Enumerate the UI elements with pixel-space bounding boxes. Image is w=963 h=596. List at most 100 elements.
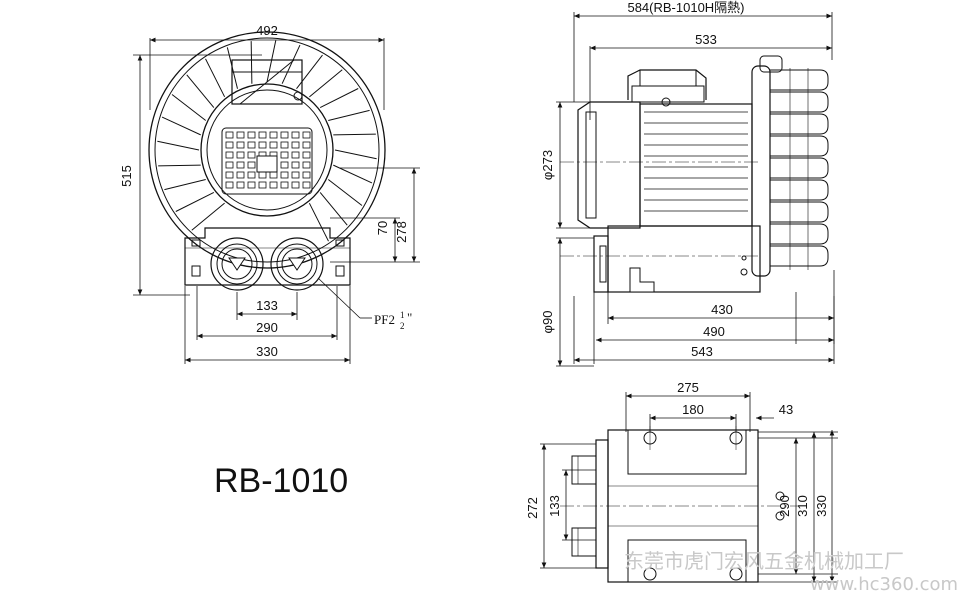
base-view [540,392,838,583]
vent-hole [269,171,278,179]
vent-hole [302,151,311,159]
dim-330-front: 330 [256,344,278,359]
vent-hole [247,131,256,139]
vent-hole [291,141,300,149]
vent-hole [247,161,256,169]
vent-hole [291,181,300,189]
dim-272: 272 [525,497,540,519]
vent-hole [258,131,267,139]
fin-line [308,202,329,242]
dim-290-front: 290 [256,320,278,335]
cage-loop [770,135,829,157]
dim-543: 543 [691,344,713,359]
dim-492: 492 [256,23,278,38]
dim-515: 515 [119,165,134,187]
fin-line [266,40,277,83]
pipe-thread-inch: " [407,310,412,325]
fin-line [158,164,201,167]
side-view [556,12,835,367]
fin-line [309,69,343,98]
dim-330-base: 330 [814,495,829,517]
cage-loop [770,113,829,135]
dim-430: 430 [711,302,733,317]
fin-line [319,192,348,226]
vent-hole [280,161,289,169]
cage-loop [770,223,829,245]
model-title: RB-1010 [214,462,348,500]
dim-290-base: 290 [777,495,792,517]
dim-278: 278 [394,221,409,243]
vent-hole [225,131,234,139]
vent-hole [236,171,245,179]
dim-43: 43 [779,402,793,417]
fin-line [191,202,225,231]
vent-hole [225,141,234,149]
vent-hole [236,151,245,159]
vent-hole [236,161,245,169]
vent-hole [225,161,234,169]
vent-hole [247,181,256,189]
fin-line [328,109,370,121]
vent-hole [280,171,289,179]
vent-hole [269,141,278,149]
vent-hole [269,131,278,139]
vent-hole [302,161,311,169]
pipe-thread-frac-den: 2 [400,321,405,331]
vent-hole [236,141,245,149]
vent-hole [291,171,300,179]
pipe-thread-frac-num: 1 [400,310,405,320]
vent-hole [225,151,234,159]
vent-hole [280,151,289,159]
fin-line [164,179,206,191]
fin-line [157,140,200,151]
fin-line [171,94,207,121]
fin-line [205,58,226,98]
fin-line [175,191,215,212]
fin-line [327,179,363,206]
vent-hole [236,181,245,189]
fin-line [296,54,323,90]
dim-133-front: 133 [256,298,278,313]
cage-loop [770,157,829,179]
cage-loop [770,179,829,201]
vent-hole [291,151,300,159]
dimension-labels: 492 515 70 278 133 290 330 PF2 1 2 " 584… [119,0,829,519]
vent-hole [247,151,256,159]
vent-hole [258,181,267,189]
vent-hole [269,181,278,189]
dim-490: 490 [703,324,725,339]
vent-hole [258,171,267,179]
fin-line [186,74,215,108]
dim-533: 533 [695,32,717,47]
vent-hole [247,141,256,149]
motor-fins [644,111,748,212]
dim-180: 180 [682,402,704,417]
fin-line [334,149,377,160]
vent-hole [302,131,311,139]
vent-hole [258,141,267,149]
vent-grid [225,131,311,189]
vent-hole [236,131,245,139]
cage-loop [770,91,829,113]
cage-loop [770,245,829,267]
cage-loop [770,69,829,91]
fin-line [281,44,301,84]
vent-hole [280,141,289,149]
pipe-thread-text: PF2 [374,312,395,327]
vent-hole [225,181,234,189]
fin-line [250,41,253,84]
dim-phi-90: φ90 [540,311,555,334]
dim-phi-273: φ273 [540,150,555,180]
watermark-site: www.hc360.com [810,574,958,595]
vent-hole [280,181,289,189]
vent-hole [291,131,300,139]
dim-584: 584(RB-1010H隔熱) [627,0,744,15]
front-view [133,31,420,364]
watermark: 东莞市虎门宏风五金机械加工厂 www.hc360.com [624,549,958,595]
watermark-company: 东莞市虎门宏风五金机械加工厂 [624,549,904,573]
cage-loop [770,201,829,223]
dim-70: 70 [375,221,390,235]
vent-hole [291,161,300,169]
fin-line [161,116,201,136]
